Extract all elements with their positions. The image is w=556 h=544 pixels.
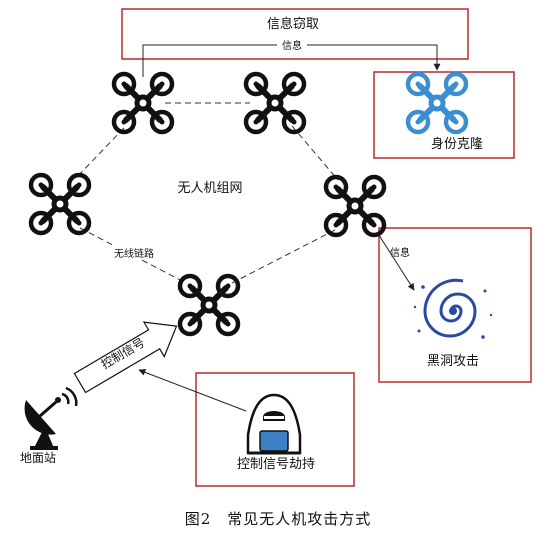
hijack-box <box>195 372 355 487</box>
identity-clone-box <box>373 71 515 159</box>
info-right-label: 信息 <box>390 246 410 259</box>
drone-icon-top-left <box>114 74 172 132</box>
hacker-icon <box>246 393 302 455</box>
ground-station-label: 地面站 <box>20 451 56 465</box>
figure-caption: 图2 常见无人机攻击方式 <box>184 510 372 528</box>
wireless-link-label: 无线链路 <box>114 247 154 260</box>
network-label: 无人机组网 <box>177 181 242 196</box>
info-theft-title: 信息窃取 <box>267 16 319 32</box>
control-signal-arrow <box>73 321 178 394</box>
blackhole-box <box>378 227 532 383</box>
drone-icon-right <box>326 177 384 235</box>
satellite-dish-icon <box>24 386 78 450</box>
identity-clone-label: 身份克隆 <box>431 136 483 152</box>
drone-icon-left <box>31 175 89 233</box>
drone-icon-bottom <box>180 276 238 334</box>
info-theft-box <box>121 8 469 60</box>
drone-icon-top-middle <box>246 74 304 132</box>
hijack-label: 控制信号劫持 <box>237 457 315 472</box>
network-links <box>75 102 339 284</box>
blackhole-arrow <box>376 231 415 291</box>
blackhole-label: 黑洞攻击 <box>427 354 479 369</box>
hijack-arrow <box>138 368 247 412</box>
info-top-label: 信息 <box>282 39 302 52</box>
clone-drone-icon <box>408 74 466 132</box>
galaxy-icon <box>413 278 493 339</box>
